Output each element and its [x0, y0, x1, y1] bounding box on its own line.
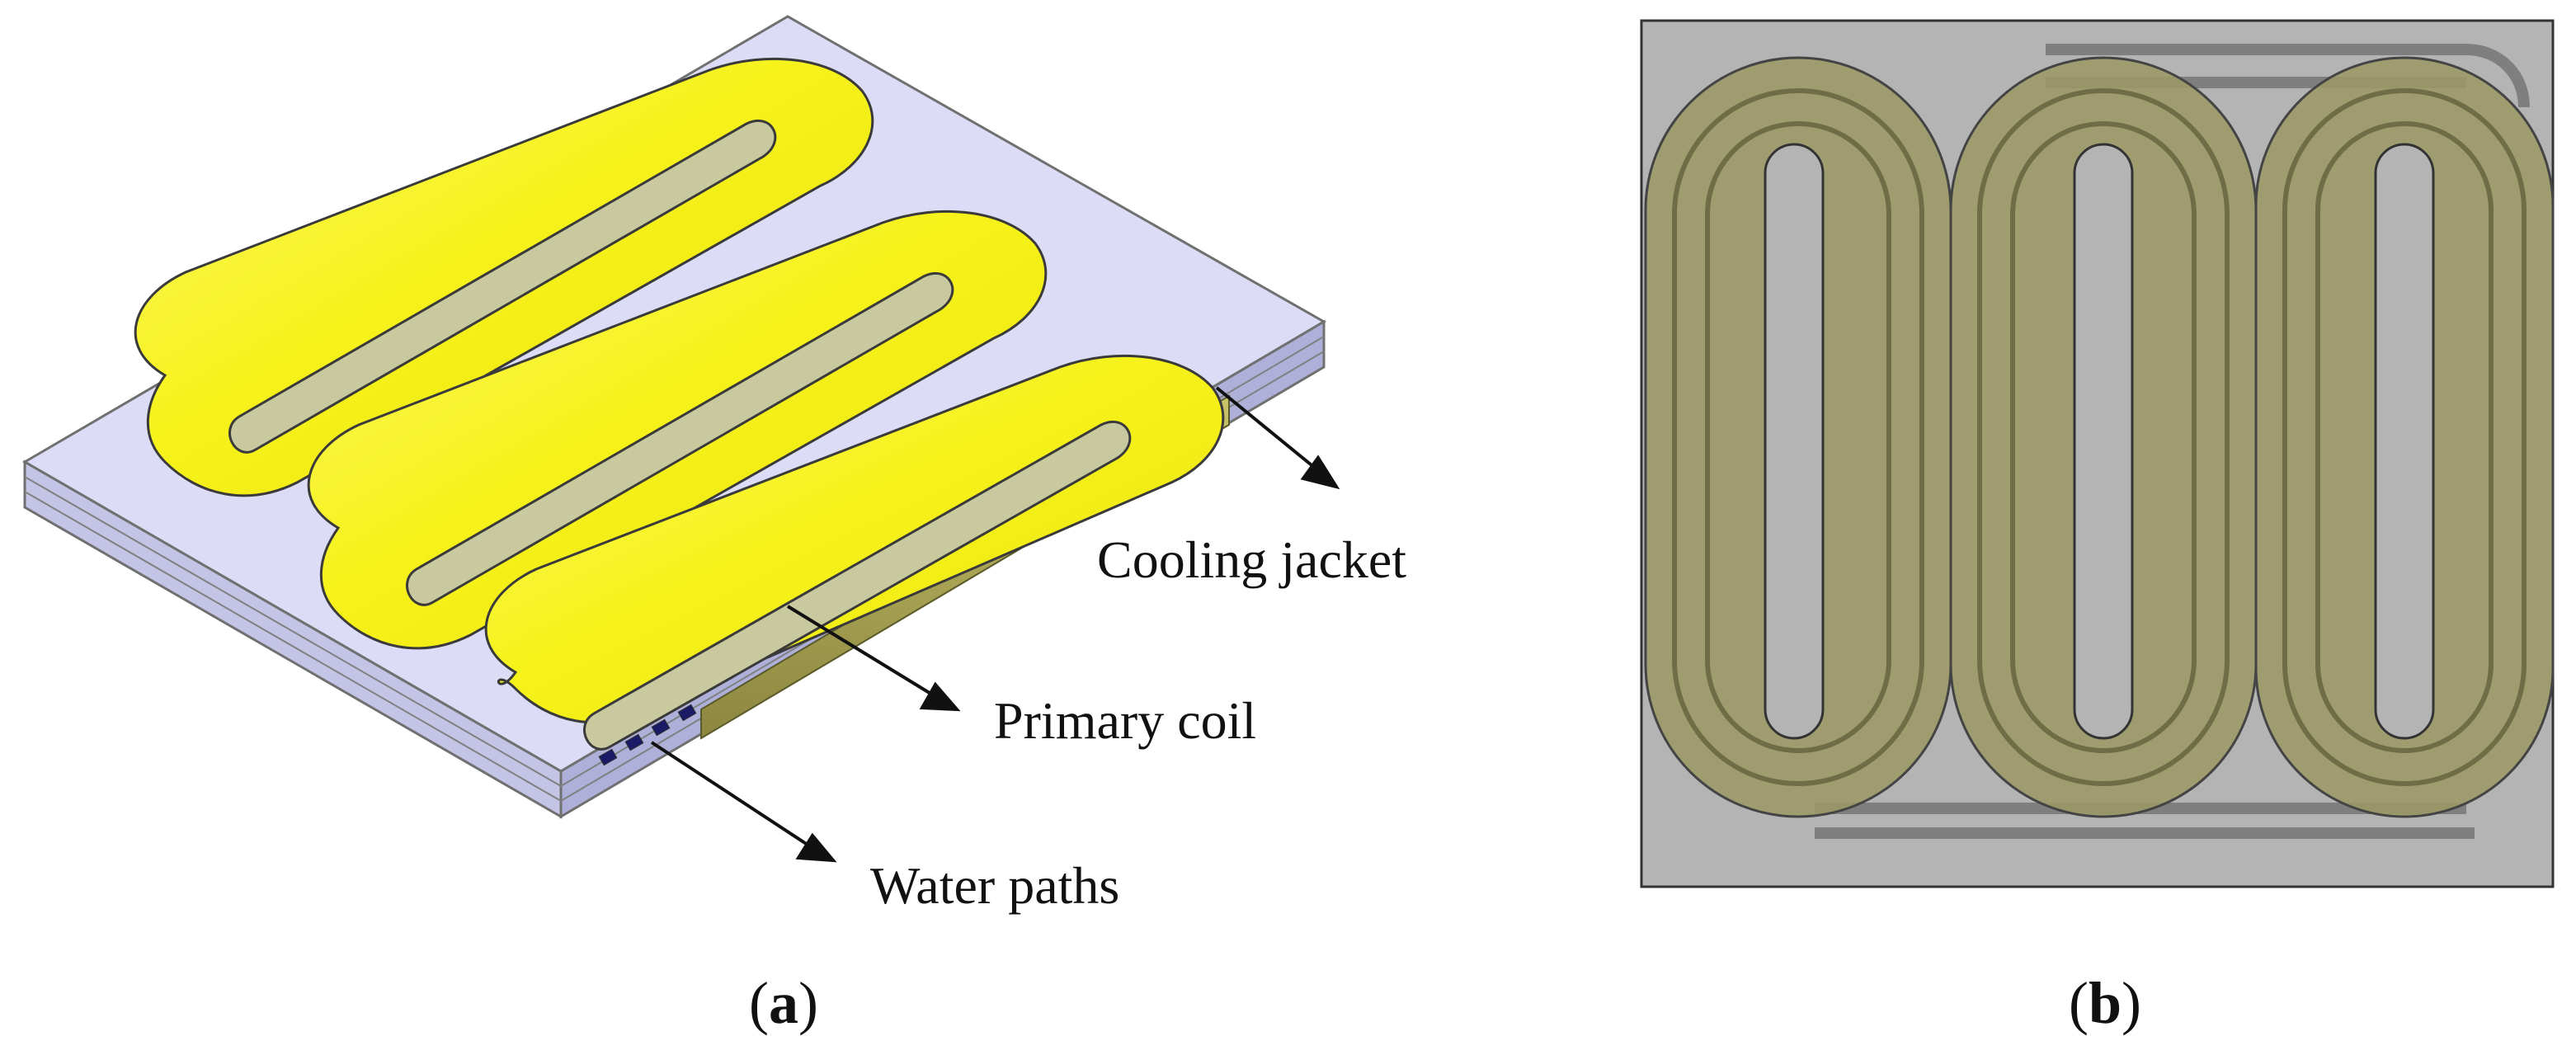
coil-slot-1: [228, 119, 777, 454]
coil-slot-3: [583, 420, 1132, 751]
cooling-jacket-arrow: [1215, 386, 1321, 473]
coil-loop-3: [484, 354, 1225, 724]
water-path-openings: [598, 704, 697, 766]
callout-arrows: [650, 386, 1340, 863]
panel-a-isometric-view: Cooling jacket Primary coil Water paths …: [22, 15, 1406, 1036]
panel-b-top-view: (b): [1640, 19, 2555, 1036]
coil-inner-slots: [228, 119, 1132, 751]
coil-top-slots: [1764, 143, 2435, 740]
primary-coil-label: Primary coil: [994, 691, 1256, 750]
coil-turn-rings: [1672, 88, 2527, 786]
water-paths-label: Water paths: [870, 856, 1119, 915]
water-paths-arrow: [650, 741, 814, 850]
panel-a-caption: (a): [749, 970, 818, 1036]
coil-slot-2: [406, 271, 954, 606]
cooling-jacket-label: Cooling jacket: [1097, 530, 1406, 589]
panel-b-caption: (b): [2069, 970, 2141, 1036]
primary-coil-arrow: [786, 605, 938, 699]
